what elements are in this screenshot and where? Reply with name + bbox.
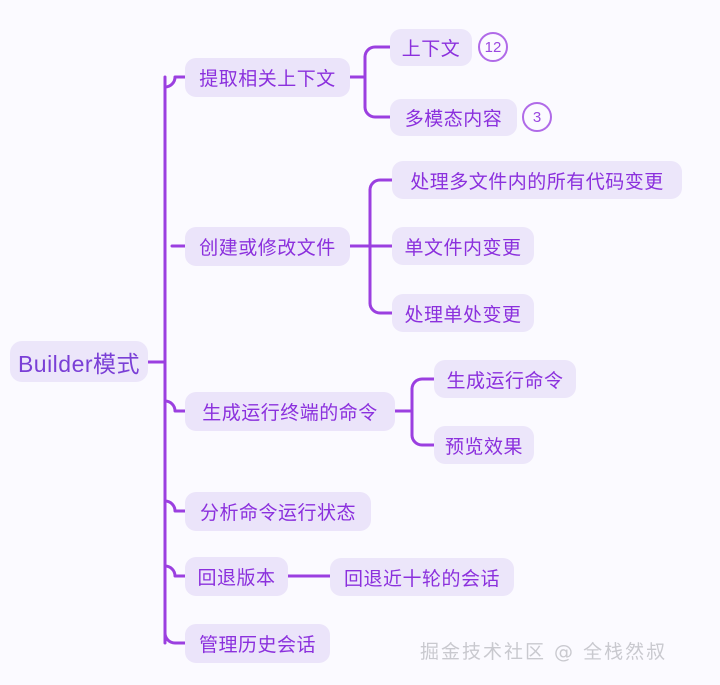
edge-b2-c3: [368, 301, 394, 315]
edge-b1-c2: [363, 105, 392, 119]
node-branch-create-modify-file[interactable]: 创建或修改文件: [185, 227, 350, 266]
node-branch-extract-context[interactable]: 提取相关上下文: [185, 58, 350, 97]
node-label: 上下文: [401, 39, 461, 60]
node-root[interactable]: Builder模式: [10, 341, 148, 382]
node-label: 单文件内变更: [404, 237, 522, 259]
badge-multimodal-count: 3: [522, 102, 552, 132]
node-label: 处理多文件内的所有代码变更: [410, 171, 664, 193]
node-label: 多模态内容: [404, 109, 503, 130]
watermark-text: 掘金技术社区 @ 全栈然叔: [420, 641, 668, 663]
node-singlefile-changes[interactable]: 单文件内变更: [392, 227, 534, 265]
node-label: 管理历史会话: [198, 635, 316, 656]
edge-hidden: [155, 67, 165, 77]
node-label: 生成运行终端的命令: [202, 403, 378, 424]
edge-branch-6: [163, 631, 187, 645]
node-label: 处理单处变更: [404, 304, 522, 326]
node-single-change[interactable]: 处理单处变更: [392, 294, 534, 332]
edge-b3-c2: [410, 433, 436, 447]
node-rollback-ten-sessions[interactable]: 回退近十轮的会话: [330, 558, 514, 596]
watermark: 掘金技术社区 @ 全栈然叔: [420, 637, 667, 664]
node-branch-generate-terminal-commands[interactable]: 生成运行终端的命令: [185, 392, 395, 431]
edge-branch-3: [163, 399, 187, 413]
badge-context-count: 12: [478, 32, 508, 62]
node-label: 回退近十轮的会话: [343, 568, 500, 590]
badge-value: 12: [484, 38, 502, 56]
badge-value: 3: [532, 108, 542, 126]
node-root-label: Builder模式: [17, 350, 141, 377]
node-label: 预览效果: [444, 436, 523, 458]
node-preview-effect[interactable]: 预览效果: [434, 426, 534, 464]
node-label: 创建或修改文件: [199, 238, 336, 259]
edge-branch-2-hidden: [165, 236, 185, 256]
node-context[interactable]: 上下文: [390, 29, 472, 66]
node-multifile-code-changes[interactable]: 处理多文件内的所有代码变更: [392, 161, 682, 199]
node-multimodal-content[interactable]: 多模态内容: [390, 99, 517, 136]
node-label: 生成运行命令: [446, 370, 564, 392]
node-label: 分析命令运行状态: [199, 503, 356, 524]
node-branch-rollback-version[interactable]: 回退版本: [185, 557, 288, 596]
edge-branch-1: [163, 75, 187, 89]
node-label: 提取相关上下文: [199, 69, 336, 90]
node-label: 回退版本: [197, 568, 276, 589]
edge-b1-c1: [363, 45, 392, 79]
edge-branch-5: [163, 564, 187, 578]
edge-b2-c1: [368, 178, 394, 192]
edge-b3-c1: [410, 377, 436, 391]
edge-branch-4: [163, 499, 187, 513]
node-generate-run-command[interactable]: 生成运行命令: [434, 360, 576, 398]
node-branch-analyze-command-status[interactable]: 分析命令运行状态: [185, 492, 371, 531]
node-branch-manage-history-sessions[interactable]: 管理历史会话: [185, 624, 330, 663]
